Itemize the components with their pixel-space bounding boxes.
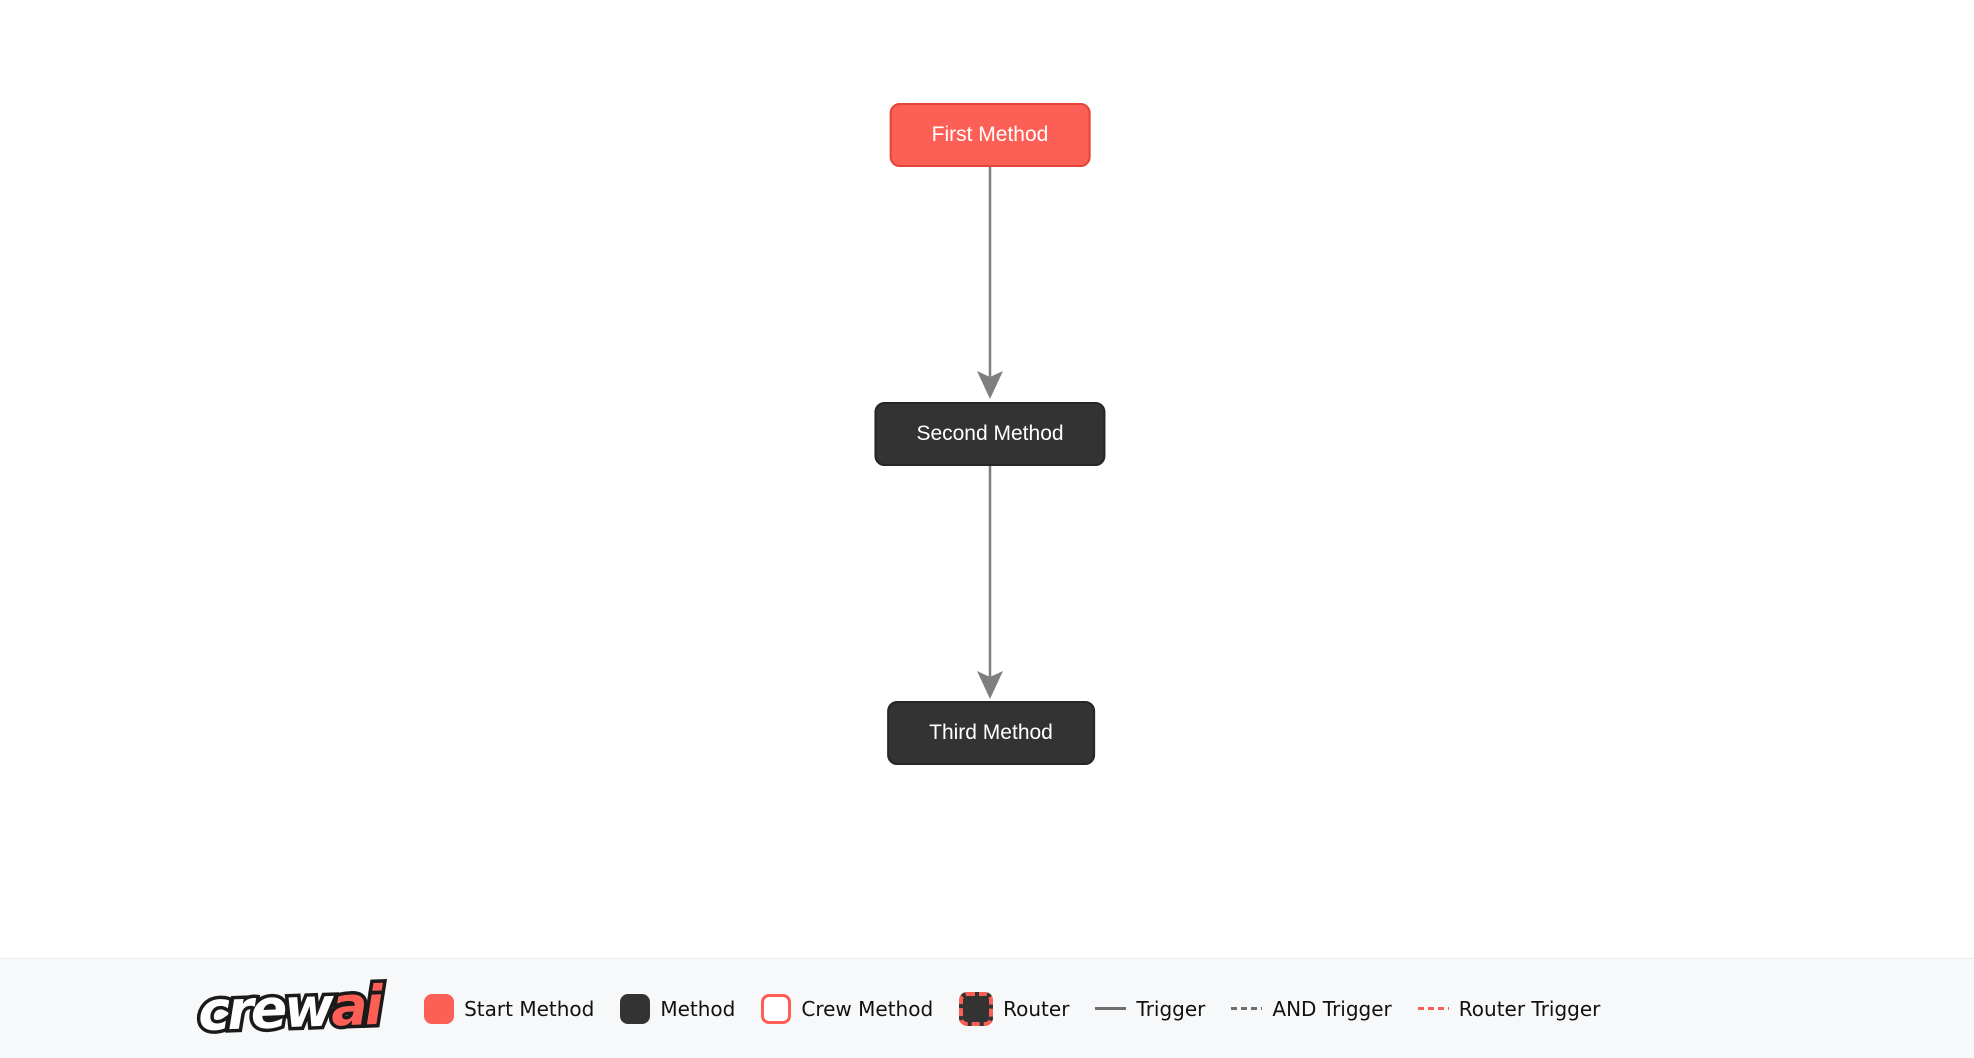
router-trigger-line-icon — [1417, 1007, 1449, 1010]
crew-method-swatch-icon — [761, 993, 792, 1024]
node-second-method[interactable]: Second Method — [874, 402, 1106, 466]
legend-label: Method — [660, 996, 736, 1021]
legend-label: Router Trigger — [1458, 996, 1601, 1021]
edges-layer — [977, 167, 1003, 699]
node-third-method[interactable]: Third Method — [887, 701, 1095, 765]
legend-label: Crew Method — [801, 996, 934, 1021]
trigger-line-icon — [1095, 1007, 1127, 1010]
flow-canvas[interactable]: First Method Second Method Third Method — [0, 0, 1974, 958]
node-first-method[interactable]: First Method — [889, 103, 1091, 167]
and-trigger-line-icon — [1231, 1007, 1263, 1010]
logo-text-ai: ai — [327, 970, 385, 1042]
logo-text-crew: crew — [193, 972, 335, 1047]
legend-label: Trigger — [1136, 996, 1206, 1021]
legend-bar: crewai Start Method Method Crew Method R… — [0, 958, 1974, 1058]
crewai-logo: crewai — [193, 970, 385, 1047]
legend-item-crew-method: Crew Method — [761, 993, 934, 1024]
legend-item-and-trigger: AND Trigger — [1231, 996, 1392, 1021]
legend-item-start-method: Start Method — [424, 993, 595, 1024]
legend-item-method: Method — [620, 993, 736, 1024]
method-swatch-icon — [620, 993, 651, 1024]
legend-item-trigger: Trigger — [1095, 997, 1205, 1021]
legend-label: Router — [1003, 996, 1070, 1021]
trigger-edge — [977, 466, 1003, 699]
router-swatch-icon — [959, 991, 994, 1026]
trigger-edge — [977, 167, 1003, 399]
legend-items: Start Method Method Crew Method Router T… — [424, 991, 1601, 1026]
legend-item-router-trigger: Router Trigger — [1417, 996, 1601, 1021]
start-method-swatch-icon — [424, 993, 455, 1024]
legend-item-router: Router — [959, 991, 1070, 1026]
legend-label: Start Method — [464, 996, 595, 1021]
legend-label: AND Trigger — [1272, 996, 1392, 1021]
